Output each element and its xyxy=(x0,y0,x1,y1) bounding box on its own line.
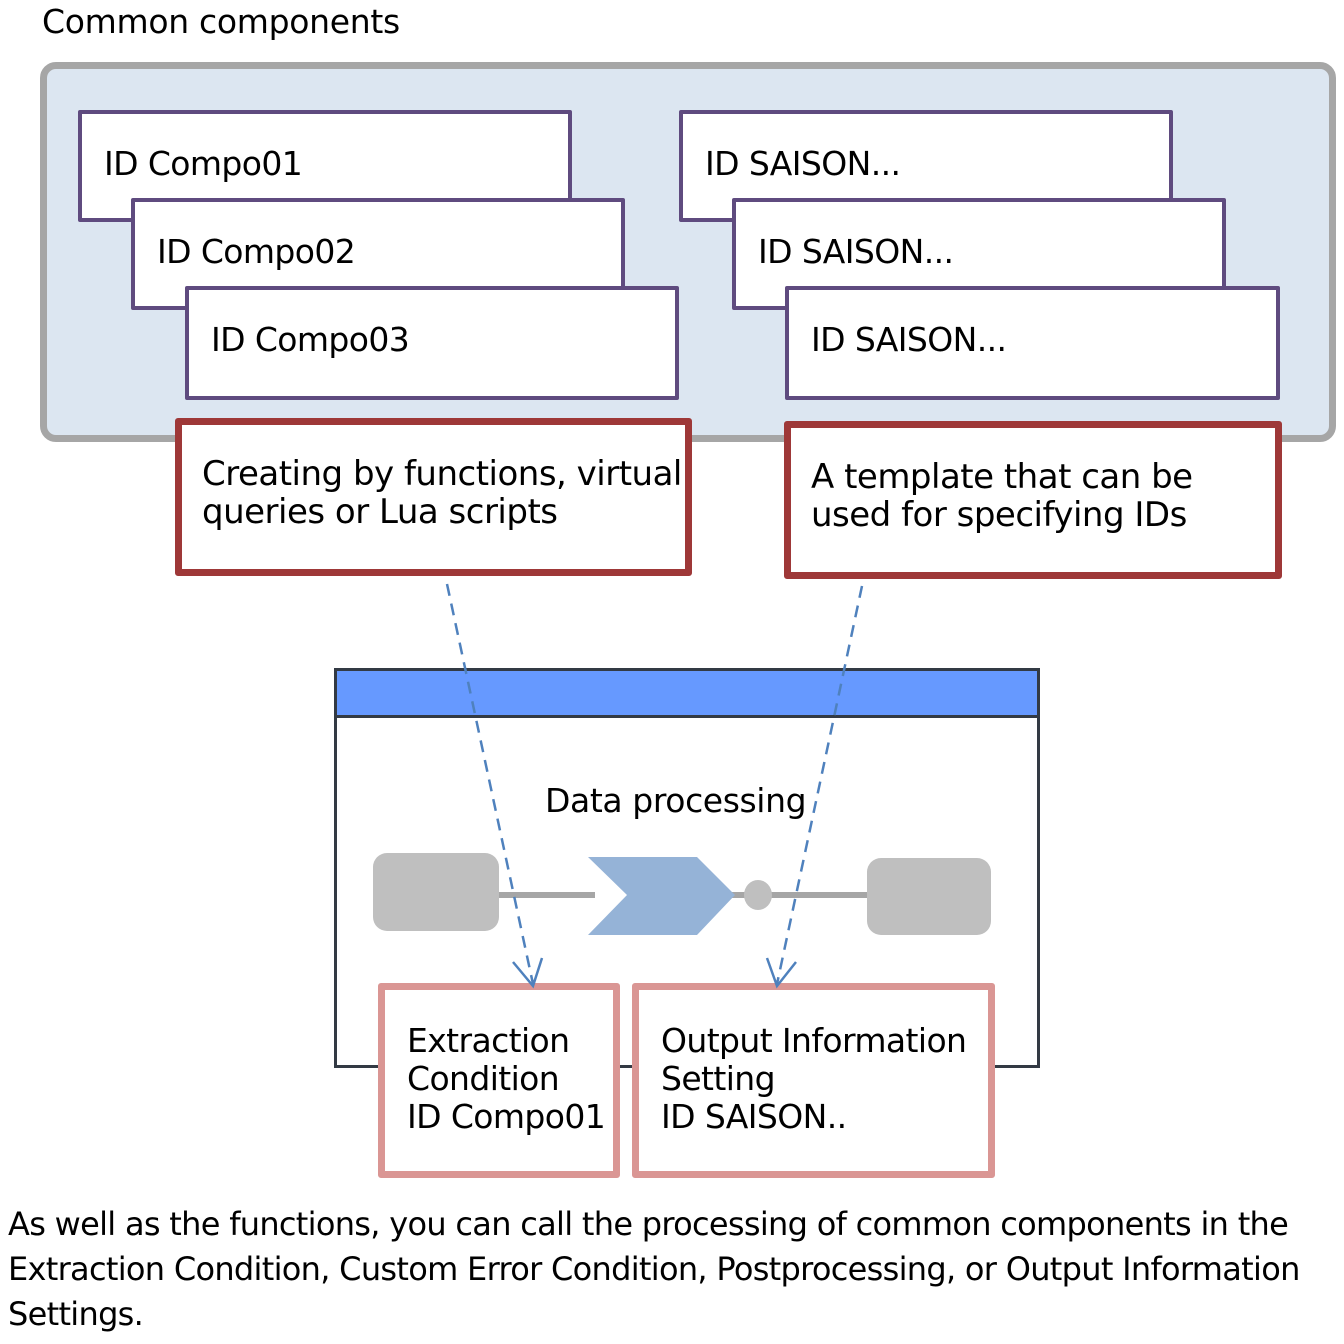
extraction-condition-box[interactable]: Extraction Condition ID Compo01 xyxy=(378,983,620,1178)
flow-connector xyxy=(495,892,595,898)
setting-line: ID SAISON.. xyxy=(661,1097,847,1136)
caption-text: As well as the functions, you can call t… xyxy=(8,1205,1300,1333)
template-card-label: ID SAISON... xyxy=(705,144,901,183)
section-title: Common components xyxy=(42,2,400,41)
functions-note: Creating by functions, virtual queries o… xyxy=(175,418,692,576)
output-information-box[interactable]: Output Information Setting ID SAISON.. xyxy=(632,983,995,1178)
setting-line: Condition xyxy=(407,1059,560,1098)
component-card-label: ID Compo01 xyxy=(104,144,303,183)
note-line: Creating by functions, virtual xyxy=(202,454,682,494)
setting-line: Extraction xyxy=(407,1021,570,1060)
setting-line: Output Information xyxy=(661,1021,967,1060)
component-card[interactable]: ID Compo03 xyxy=(185,286,679,400)
setting-line: ID Compo01 xyxy=(407,1097,606,1136)
template-card-label: ID SAISON... xyxy=(811,320,1007,359)
setting-line: Setting xyxy=(661,1059,776,1098)
flow-junction-dot xyxy=(744,880,772,910)
template-card[interactable]: ID SAISON... xyxy=(785,286,1280,400)
window-titlebar xyxy=(337,671,1037,718)
note-line: queries or Lua scripts xyxy=(202,492,558,532)
flow-source-node[interactable] xyxy=(373,853,499,931)
process-label: Data processing xyxy=(545,781,807,820)
templates-note: A template that can be used for specifyi… xyxy=(784,421,1282,579)
template-card-label: ID SAISON... xyxy=(758,232,954,271)
flow-target-node[interactable] xyxy=(867,858,991,935)
note-line: A template that can be xyxy=(811,457,1193,497)
component-card-label: ID Compo02 xyxy=(157,232,356,271)
component-card-label: ID Compo03 xyxy=(211,320,410,359)
note-line: used for specifying IDs xyxy=(811,495,1187,535)
